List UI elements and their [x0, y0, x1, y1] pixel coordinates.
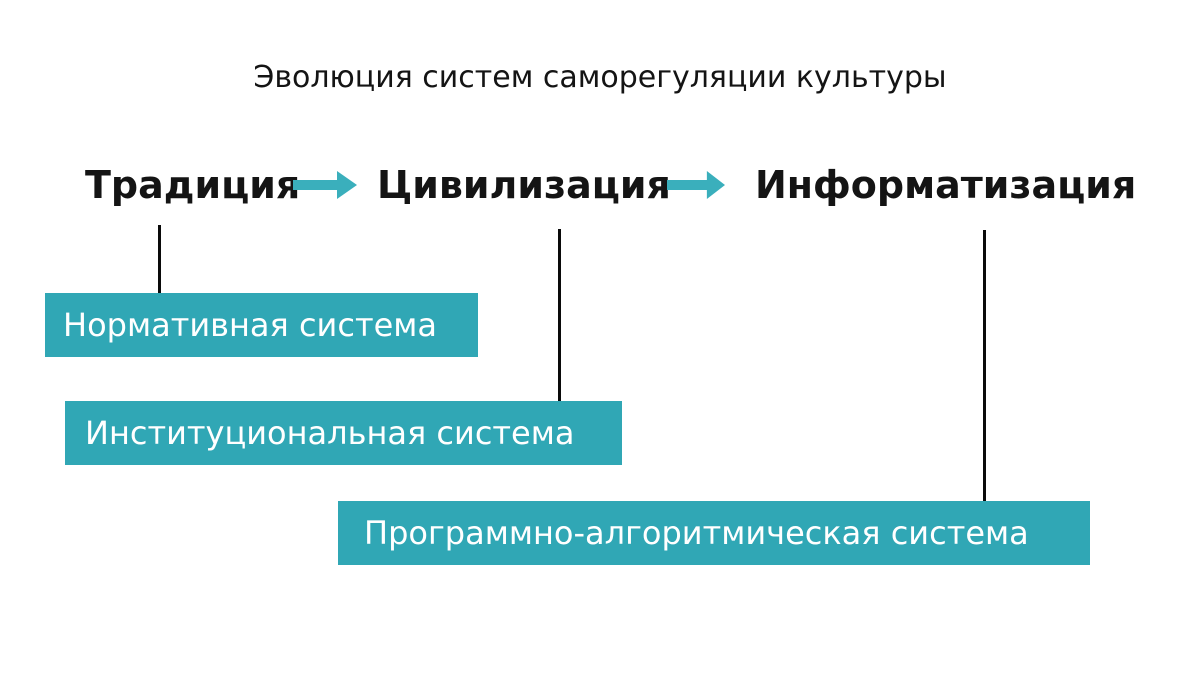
connector-line-tradition — [158, 225, 161, 293]
stage-label-civilization: Цивилизация — [377, 163, 671, 207]
stage-label-informatization: Информатизация — [755, 163, 1137, 207]
arrow-right-icon — [667, 171, 725, 199]
system-box-program-algorithmic: Программно-алгоритмическая система — [338, 501, 1090, 565]
connector-line-informatization — [983, 230, 986, 501]
slide-title: Эволюция систем саморегуляции культуры — [253, 60, 947, 95]
connector-line-civilization — [558, 229, 561, 401]
system-box-normative: Нормативная система — [45, 293, 478, 357]
stage-label-tradition: Традиция — [85, 163, 301, 207]
system-box-institutional: Институциональная система — [65, 401, 622, 465]
arrow-right-icon — [293, 171, 357, 199]
